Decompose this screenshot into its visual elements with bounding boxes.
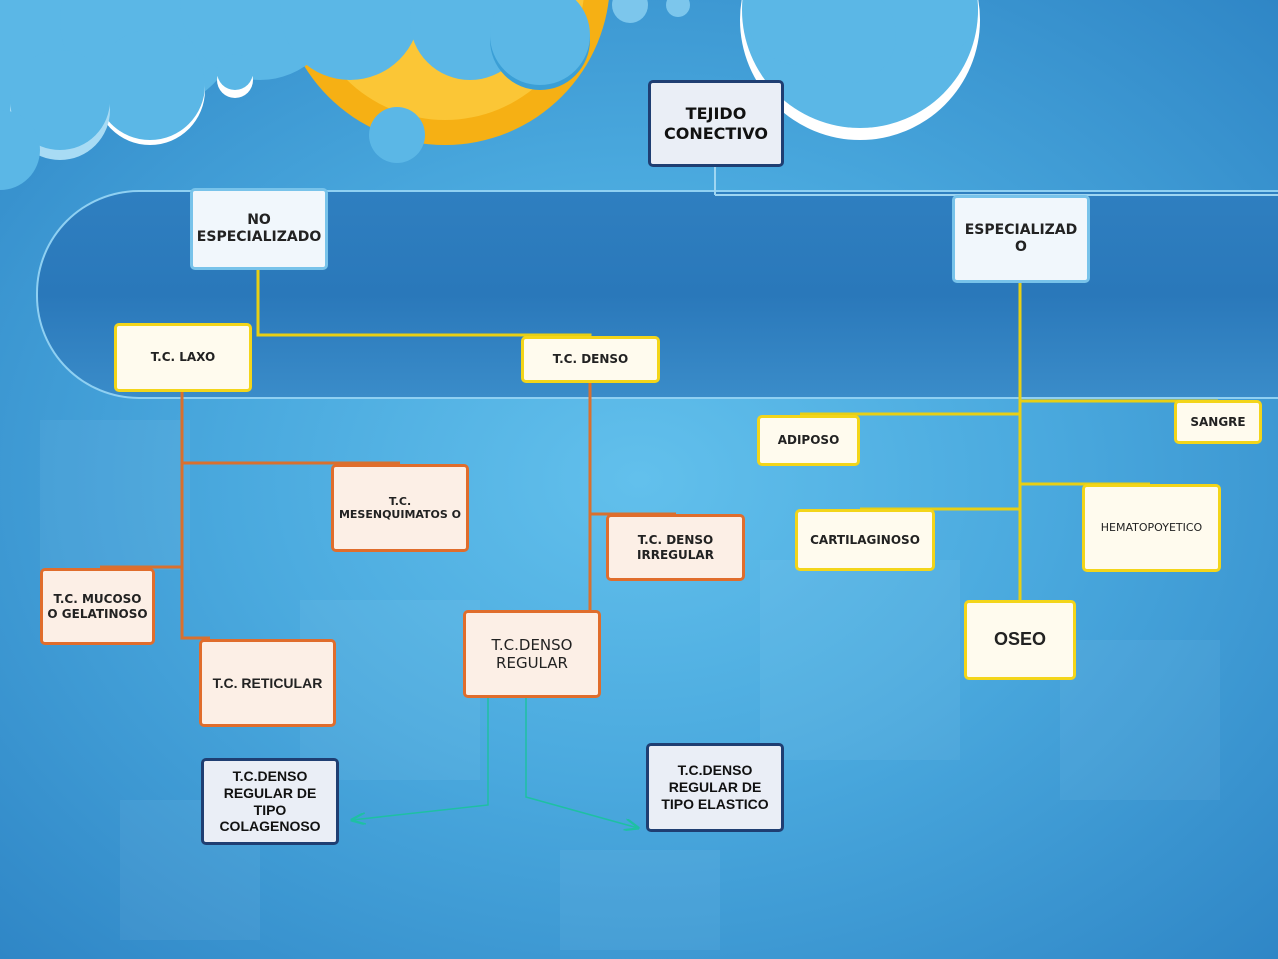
node-tc-reticular: T.C. RETICULAR <box>199 639 336 727</box>
cloud-middle-icon <box>280 0 690 163</box>
node-adiposo: ADIPOSO <box>757 415 860 466</box>
node-especializado: ESPECIALIZAD O <box>952 195 1090 283</box>
node-tc-denso-irregular: T.C. DENSO IRREGULAR <box>606 514 745 581</box>
connector-no-especializado <box>256 270 592 340</box>
node-oseo: OSEO <box>964 600 1076 680</box>
node-tc-laxo: T.C. LAXO <box>114 323 252 392</box>
node-tc-colagenoso: T.C.DENSO REGULAR DE TIPO COLAGENOSO <box>201 758 339 845</box>
node-tc-elastico: T.C.DENSO REGULAR DE TIPO ELASTICO <box>646 743 784 832</box>
node-sangre: SANGRE <box>1174 400 1262 444</box>
arrow-to-elastico <box>525 697 638 828</box>
node-tc-mucoso: T.C. MUCOSO O GELATINOSO <box>40 568 155 645</box>
node-tc-denso: T.C. DENSO <box>521 336 660 383</box>
cloud-right-icon <box>740 0 980 140</box>
node-tc-mesenquimatoso: T.C. MESENQUIMATOS O <box>331 464 469 552</box>
connector-laxo <box>180 392 210 640</box>
node-no-especializado: NO ESPECIALIZADO <box>190 188 328 270</box>
node-tc-denso-regular: T.C.DENSO REGULAR <box>463 610 601 698</box>
node-tejido-conectivo: TEJIDO CONECTIVO <box>648 80 784 167</box>
node-cartilaginoso: CARTILAGINOSO <box>795 509 935 571</box>
node-hematopoyetico: HEMATOPOYETICO <box>1082 484 1221 572</box>
arrow-to-colagenoso <box>352 697 489 820</box>
